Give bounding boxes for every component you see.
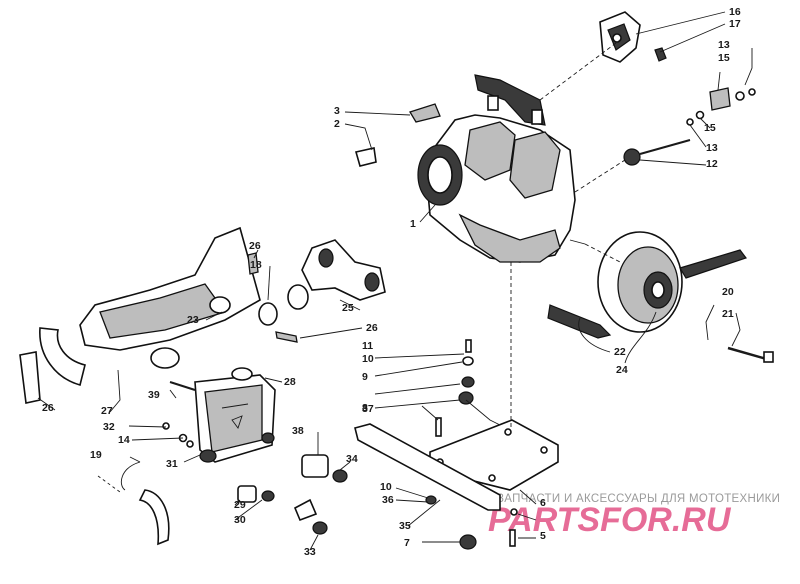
callout-label: 18 (250, 259, 262, 271)
callout-label: 30 (234, 514, 246, 526)
callout-label: 8 (362, 402, 368, 414)
exhaust-pipe-part (19, 226, 261, 404)
bracket-part (354, 103, 441, 167)
callout-label: 13 (706, 142, 718, 154)
callout-label: 35 (399, 520, 411, 532)
callout-label: 19 (90, 449, 102, 461)
callout-label: 1 (410, 218, 416, 230)
callout-label: 13 (718, 39, 730, 51)
callout-label: 28 (284, 376, 296, 388)
callout-label: 5 (540, 530, 546, 542)
engine-mount-fasteners-part (425, 339, 518, 550)
callout-label: 22 (614, 346, 626, 358)
engine-mount-hardware-part (623, 87, 756, 166)
callout-label: 7 (404, 537, 410, 549)
muffler-hanger-part (97, 461, 170, 546)
callout-label: 17 (729, 18, 741, 30)
callout-label: 10 (380, 481, 392, 493)
callout-label: 10 (362, 353, 374, 365)
watermark-caption: ЗАПЧАСТИ И АКСЕССУАРЫ ДЛЯ МОТОТЕХНИКИ (497, 493, 780, 505)
engine-mount-plate-part (354, 262, 559, 511)
callout-label: 15 (704, 122, 716, 134)
callout-label: 26 (366, 322, 378, 334)
watermark-brand: PARTSFOR.RU (488, 501, 732, 539)
callout-label: 24 (616, 364, 628, 376)
engine-part (417, 74, 586, 263)
callout-label: 33 (304, 546, 316, 558)
callout-label: 14 (118, 434, 130, 446)
callout-label: 15 (718, 52, 730, 64)
callout-label: 27 (101, 405, 113, 417)
callout-labels: 1235678910101112131314151516171819202122… (42, 6, 741, 558)
callout-label: 31 (166, 458, 178, 470)
muffler-mount-hardware-part (162, 381, 348, 535)
engine-mount-bracket-part (599, 11, 667, 63)
leader-lines (37, 11, 753, 551)
callout-label: 12 (706, 158, 718, 170)
callout-label: 21 (722, 308, 734, 320)
callout-label: 37 (362, 403, 374, 415)
callout-label: 3 (334, 105, 340, 117)
callout-label: 38 (292, 425, 304, 437)
callout-label: 26 (42, 402, 54, 414)
callout-label: 29 (234, 499, 246, 511)
callout-label: 23 (187, 314, 199, 326)
callout-label: 11 (362, 340, 373, 352)
callout-label: 36 (382, 494, 394, 506)
callout-label: 25 (342, 302, 354, 314)
muffler-part (194, 367, 276, 463)
callout-label: 39 (148, 389, 160, 401)
exhaust-manifold-part (209, 239, 386, 343)
drive-clutch-part (547, 231, 774, 363)
callout-label: 34 (346, 453, 358, 465)
callout-label: 32 (103, 421, 115, 433)
callout-label: 2 (334, 118, 340, 130)
callout-label: 16 (729, 6, 741, 18)
callout-label: 9 (362, 371, 368, 383)
callout-label: 6 (540, 497, 546, 509)
callout-label: 26 (249, 240, 261, 252)
callout-label: 20 (722, 286, 734, 298)
watermark: ЗАПЧАСТИ И АКСЕССУАРЫ ДЛЯ МОТОТЕХНИКИ PA… (488, 493, 780, 539)
